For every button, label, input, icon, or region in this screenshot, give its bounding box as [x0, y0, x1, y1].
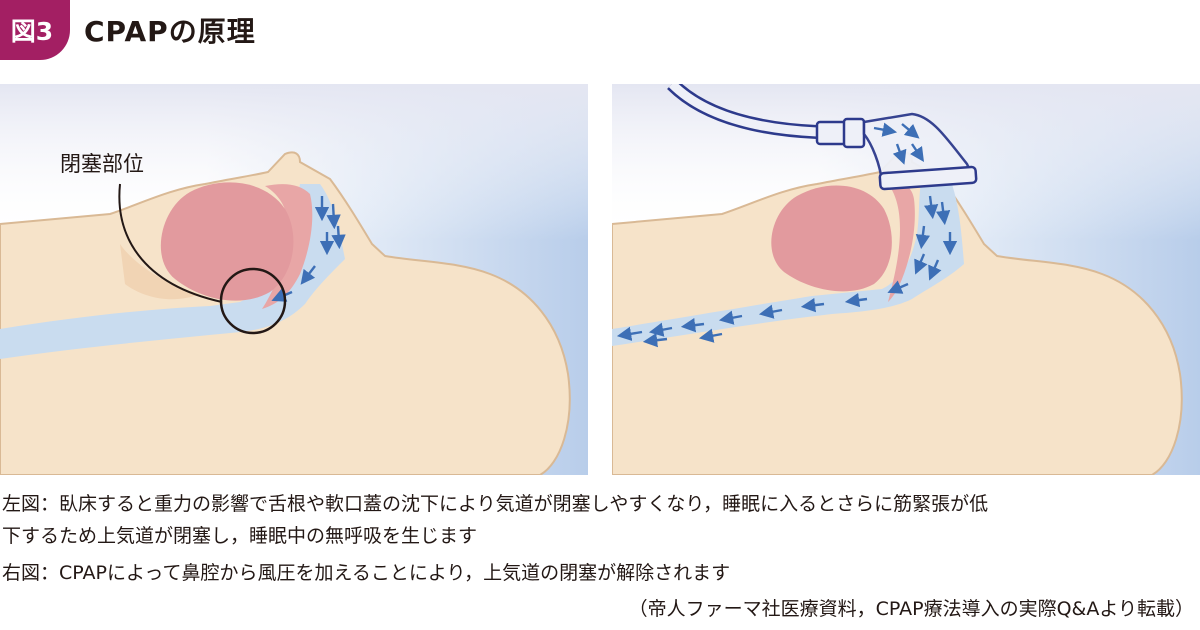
tongue	[160, 182, 294, 301]
tube-connector	[815, 120, 849, 146]
tongue	[771, 185, 892, 292]
figure-number-badge: 図3	[0, 0, 70, 60]
obstruction-site-label: 閉塞部位	[60, 152, 144, 176]
figure-title: CPAPの原理	[84, 15, 256, 48]
airflow-arrows	[616, 122, 958, 348]
airflow-arrows	[271, 196, 346, 302]
source-credit: （帝人ファーマ社医療資料，CPAP療法導入の実際Q&Aより転載）	[628, 598, 1194, 620]
caption-left-line2: 下するため上気道が閉塞し，睡眠中の無呼吸を生じます	[2, 525, 478, 547]
left-panel-illustration	[0, 84, 588, 475]
callout-leader-line	[118, 183, 223, 303]
soft-palate	[887, 181, 915, 302]
right-panel-illustration	[612, 84, 1200, 475]
head-silhouette	[612, 151, 1183, 475]
caption-left-line1: 左図：臥床すると重力の影響で舌根や軟口蓋の沈下により気道が閉塞しやすくなり，睡眠…	[2, 493, 989, 515]
lower-jaw	[120, 244, 200, 300]
caption-right: 右図：CPAPによって鼻腔から風圧を加えることにより，上気道の閉塞が解除されます	[2, 562, 731, 584]
airway	[0, 184, 345, 359]
open-airway	[612, 179, 964, 346]
